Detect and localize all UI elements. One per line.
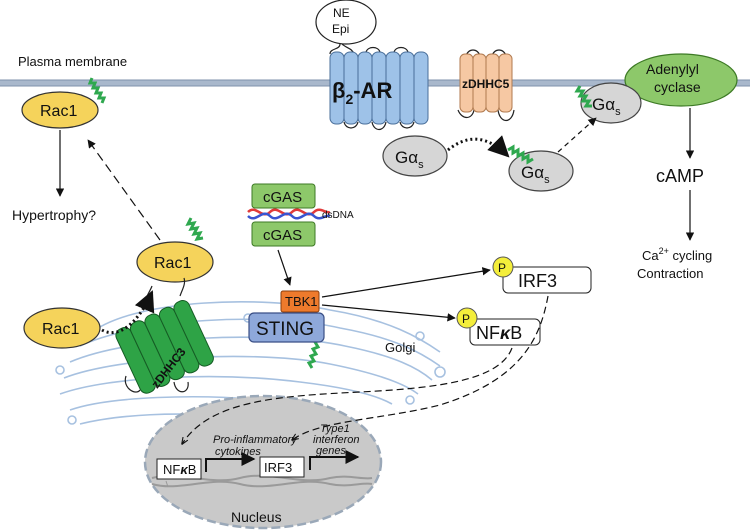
nucleus-nfkb-box	[156, 458, 202, 480]
phospho-nfkb-label: P	[462, 312, 470, 326]
pathway-arrows	[55, 108, 695, 444]
cytokines-label: cytokines	[215, 446, 261, 458]
irf3-label: IRF3	[518, 271, 557, 291]
promoter-arrow-irf3	[309, 450, 360, 470]
beta2-ar-label: β2-AR	[332, 78, 392, 107]
arrow-galpha-to-membrane	[557, 117, 597, 153]
phospho-irf3-icon	[492, 256, 514, 278]
cgas-label-bottom: cGAS	[263, 227, 302, 244]
promoter-arrow-nfkb	[205, 452, 256, 472]
arrow-cgas-to-sting	[277, 249, 292, 286]
arrow-tbk1-to-nfkb	[321, 304, 456, 322]
palmitoyl-sting-icon	[306, 338, 321, 369]
sting-label: STING	[256, 319, 314, 340]
interferon-label: interferon	[313, 434, 359, 446]
galpha-s-palmitoylated: Gαs	[508, 150, 574, 192]
sting-box	[248, 312, 325, 343]
arrow-nfkb-to-nucleus	[182, 347, 513, 444]
cgas-label-top: cGAS	[263, 189, 302, 206]
phospho-irf3-label: P	[498, 261, 506, 275]
irf3-box	[502, 266, 592, 294]
contraction-label: Contraction	[637, 266, 703, 281]
palmitoyl-galpha-3-icon	[574, 85, 592, 108]
cgas-dsdna-complex: cGAS cGAS	[247, 183, 331, 247]
arrow-tbk1-to-irf3	[321, 267, 491, 298]
rac1-cytosolic: Rac1	[23, 307, 101, 349]
hypertrophy-label: Hypertrophy?	[12, 207, 96, 223]
camp-label: cAMP	[656, 166, 704, 186]
zdhhc5-label: zDHHC5	[462, 77, 510, 91]
cyclase-line1: Adenylyl	[646, 61, 699, 77]
palmitoyl-galpha-2-icon	[507, 144, 534, 165]
nucleus-label: Nucleus	[231, 509, 282, 525]
galpha-s-at-receptor: Gαs	[382, 135, 448, 177]
nucleus-irf3-label: IRF3	[264, 460, 292, 475]
ligand-ne-label: NE	[333, 6, 350, 20]
nucleus-irf3-box	[259, 456, 305, 478]
palmitoyl-rac1-top-icon	[87, 77, 107, 104]
beta2-ar-receptor	[329, 43, 429, 131]
tbk1-box	[280, 290, 320, 313]
phospho-nfkb-icon	[456, 307, 478, 329]
galpha-s-at-membrane: Gαs	[580, 82, 642, 124]
tbk1-label: TBK1	[285, 294, 318, 309]
rac1-label-1: Rac1	[40, 103, 77, 120]
arrow-rac1-palmitoylation	[101, 290, 155, 334]
palmitoyl-anchors	[87, 77, 592, 369]
galpha-label-1: Gαs	[395, 148, 424, 171]
rac1-palmitoylated: Rac1	[136, 241, 214, 283]
plasma-membrane-label: Plasma membrane	[18, 54, 127, 69]
rac1-label-3: Rac1	[42, 321, 79, 338]
nfkb-box	[469, 318, 541, 346]
zdhhc3-enzyme	[115, 277, 214, 394]
rac1-membrane: Rac1	[21, 91, 99, 129]
arrow-irf3-to-nucleus	[292, 295, 549, 440]
ca-cycling-label: Ca2+ cycling	[642, 246, 712, 263]
galpha-label-3: Gαs	[592, 95, 621, 118]
ligand-bubble: NE Epi	[315, 0, 377, 45]
cyclase-line2: cyclase	[654, 79, 701, 95]
ligand-epi-label: Epi	[332, 22, 349, 36]
golgi-label: Golgi	[385, 340, 415, 355]
nfkb-label: NFκB	[476, 323, 522, 343]
arrow-galpha-palmitoylation	[447, 135, 510, 158]
dsdna-label: dsDNA	[322, 210, 354, 221]
galpha-label-2: Gαs	[521, 163, 550, 186]
pro-inflammatory-label: Pro-inflammatory	[213, 434, 298, 446]
zdhhc5-enzyme	[457, 49, 515, 122]
palmitoyl-rac1-mid-icon	[185, 217, 204, 241]
adenylyl-cyclase: Adenylyl cyclase	[624, 53, 738, 107]
genes-label: genes	[316, 445, 346, 457]
rac1-label-2: Rac1	[154, 255, 191, 272]
arrow-rac1-to-membrane	[87, 139, 161, 241]
nucleus-nfkb-label: NFκB	[163, 462, 196, 477]
